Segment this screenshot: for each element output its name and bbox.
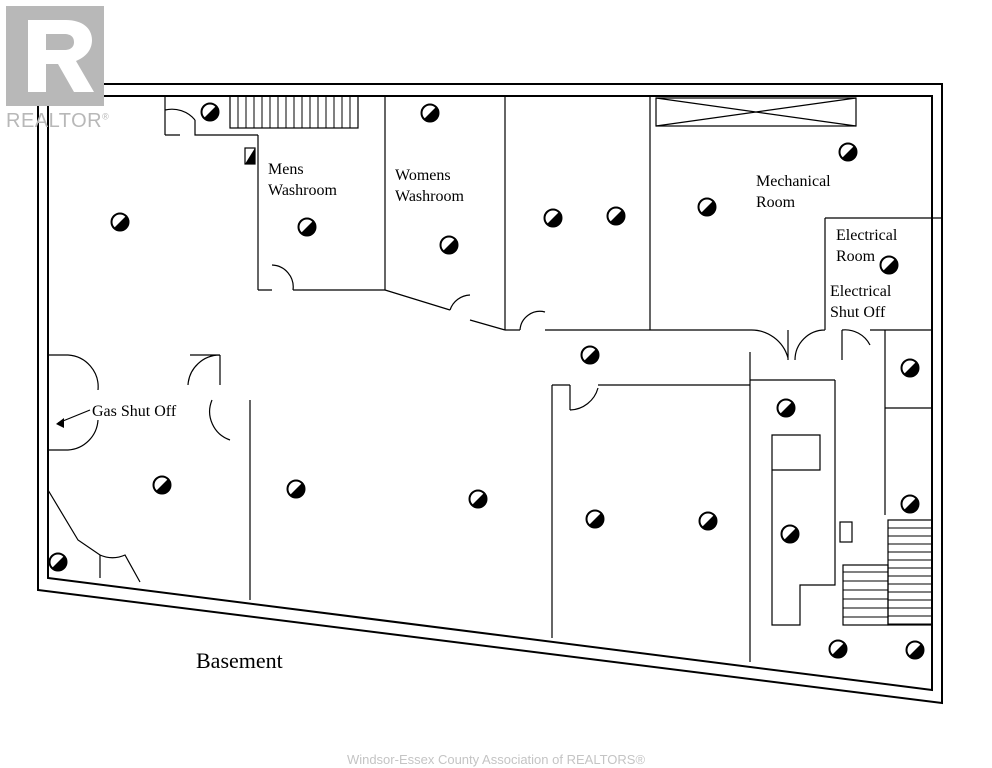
- mechanical-vent: [655, 97, 857, 127]
- mens-washroom-walls: [257, 96, 386, 291]
- center-lower-walls: [551, 352, 835, 662]
- womens-label-1: Womens: [395, 167, 451, 184]
- light-fixtures: [48, 102, 925, 660]
- right-small-rooms: [771, 330, 932, 626]
- arrowhead-icon: [56, 418, 64, 428]
- electrical-shutoff-label-1: Electrical: [830, 283, 892, 300]
- top-stair: [229, 95, 359, 129]
- entry-door: [164, 96, 196, 136]
- outer-wall-inner: [47, 95, 933, 692]
- electrical-shutoff-label-2: Shut Off: [830, 304, 886, 321]
- right-stair: [842, 519, 933, 626]
- womens-label-2: Washroom: [395, 188, 464, 205]
- womens-washroom-walls: [384, 96, 506, 331]
- mens-label-2: Washroom: [268, 182, 337, 199]
- electrical-room-label-1: Electrical: [836, 227, 898, 244]
- realtor-logo-icon: [6, 6, 104, 106]
- footer-credit: Windsor-Essex County Association of REAL…: [346, 752, 646, 767]
- mechanical-walls: [650, 217, 942, 361]
- plan-title: Basement: [196, 648, 283, 673]
- lower-left-door: [47, 489, 141, 583]
- outer-wall-outer: [37, 83, 943, 705]
- center-room-walls: [505, 96, 651, 331]
- electrical-room-label-2: Room: [836, 248, 876, 265]
- realtor-wordmark: REALTOR®: [6, 110, 110, 132]
- mens-label-1: Mens: [268, 161, 304, 178]
- left-rooms-walls: [48, 354, 251, 600]
- mechanical-label-1: Mechanical: [756, 173, 831, 190]
- mechanical-label-2: Room: [756, 194, 796, 211]
- gas-shutoff-label: Gas Shut Off: [92, 403, 177, 420]
- panel-symbol: [839, 521, 853, 543]
